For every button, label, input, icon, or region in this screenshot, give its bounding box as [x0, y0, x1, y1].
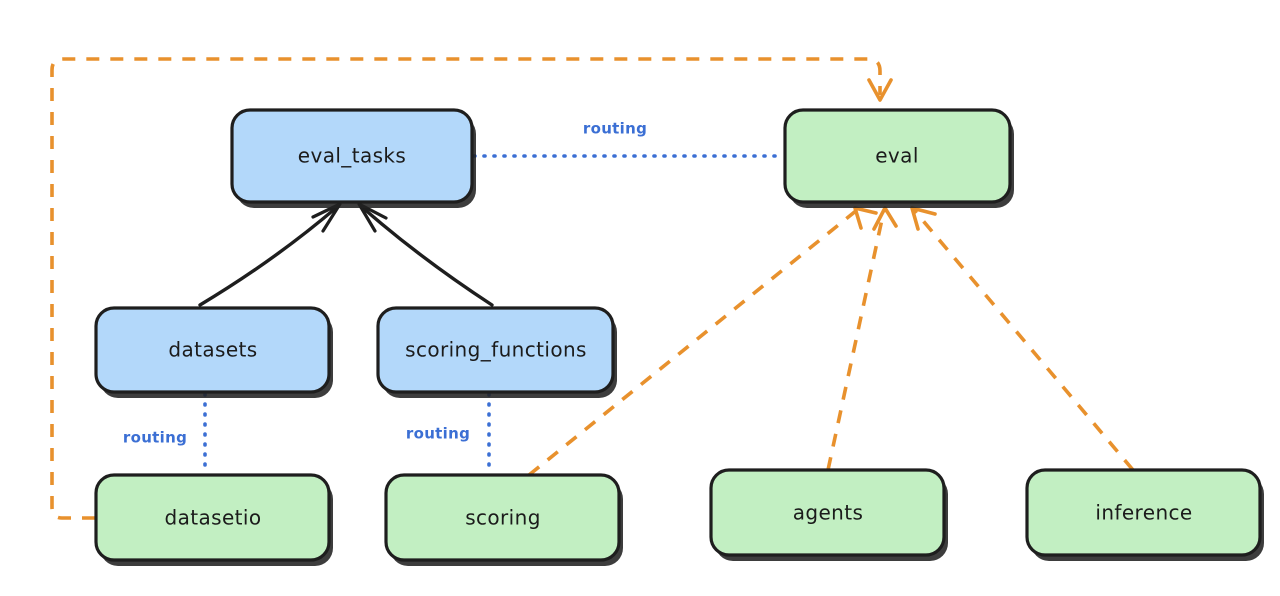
node-scoring-box[interactable] [384, 473, 621, 562]
edge-inference-to-eval [910, 206, 1135, 472]
node-agents[interactable]: agents [709, 468, 948, 561]
node-datasets-label: datasets [168, 338, 257, 362]
node-datasetio[interactable]: datasetio [94, 473, 333, 566]
edge-label-routing-datasets: routing [123, 429, 187, 447]
node-datasetio-label: datasetio [164, 506, 261, 530]
edge-label-routing-scoring_functions: routing [406, 425, 470, 443]
node-inference[interactable]: inference [1025, 468, 1264, 561]
arrowhead-dependency-agents [872, 206, 898, 231]
node-scoring_functions[interactable]: scoring_functions [376, 306, 617, 398]
node-eval-box[interactable] [783, 108, 1012, 204]
node-datasets-box[interactable] [94, 306, 331, 394]
node-datasets[interactable]: datasets [94, 306, 333, 398]
node-scoring-label: scoring [465, 506, 541, 530]
edge-label-routing-eval_tasks: routing [583, 120, 647, 138]
arrowhead-dependency-datasetio [867, 78, 893, 102]
node-eval_tasks-label: eval_tasks [298, 144, 406, 168]
node-agents-box[interactable] [709, 468, 946, 557]
node-inference-box[interactable] [1025, 468, 1262, 557]
edge-datasets-to-eval_tasks [198, 202, 342, 307]
edge-label-group: routing routing routing [123, 120, 647, 447]
node-group: eval_tasks eval datasets scoring_functio… [94, 108, 1264, 566]
node-agents-label: agents [793, 501, 864, 525]
node-inference-label: inference [1095, 501, 1192, 525]
node-eval-label: eval [875, 144, 919, 168]
edge-scoring_functions-to-eval_tasks [357, 202, 494, 307]
arrowhead-dependency-scoring [853, 206, 878, 230]
edge-group-routing [203, 154, 785, 475]
node-scoring_functions-box[interactable] [376, 306, 615, 394]
node-datasetio-box[interactable] [94, 473, 331, 562]
edge-datasetio-to-eval [50, 57, 893, 520]
node-eval_tasks[interactable]: eval_tasks [230, 108, 476, 208]
node-scoring[interactable]: scoring [384, 473, 623, 566]
node-eval[interactable]: eval [783, 108, 1014, 208]
node-eval_tasks-box[interactable] [230, 108, 474, 204]
edge-group-composition [198, 202, 494, 307]
edge-agents-to-eval [826, 206, 898, 471]
node-scoring_functions-label: scoring_functions [405, 338, 587, 362]
